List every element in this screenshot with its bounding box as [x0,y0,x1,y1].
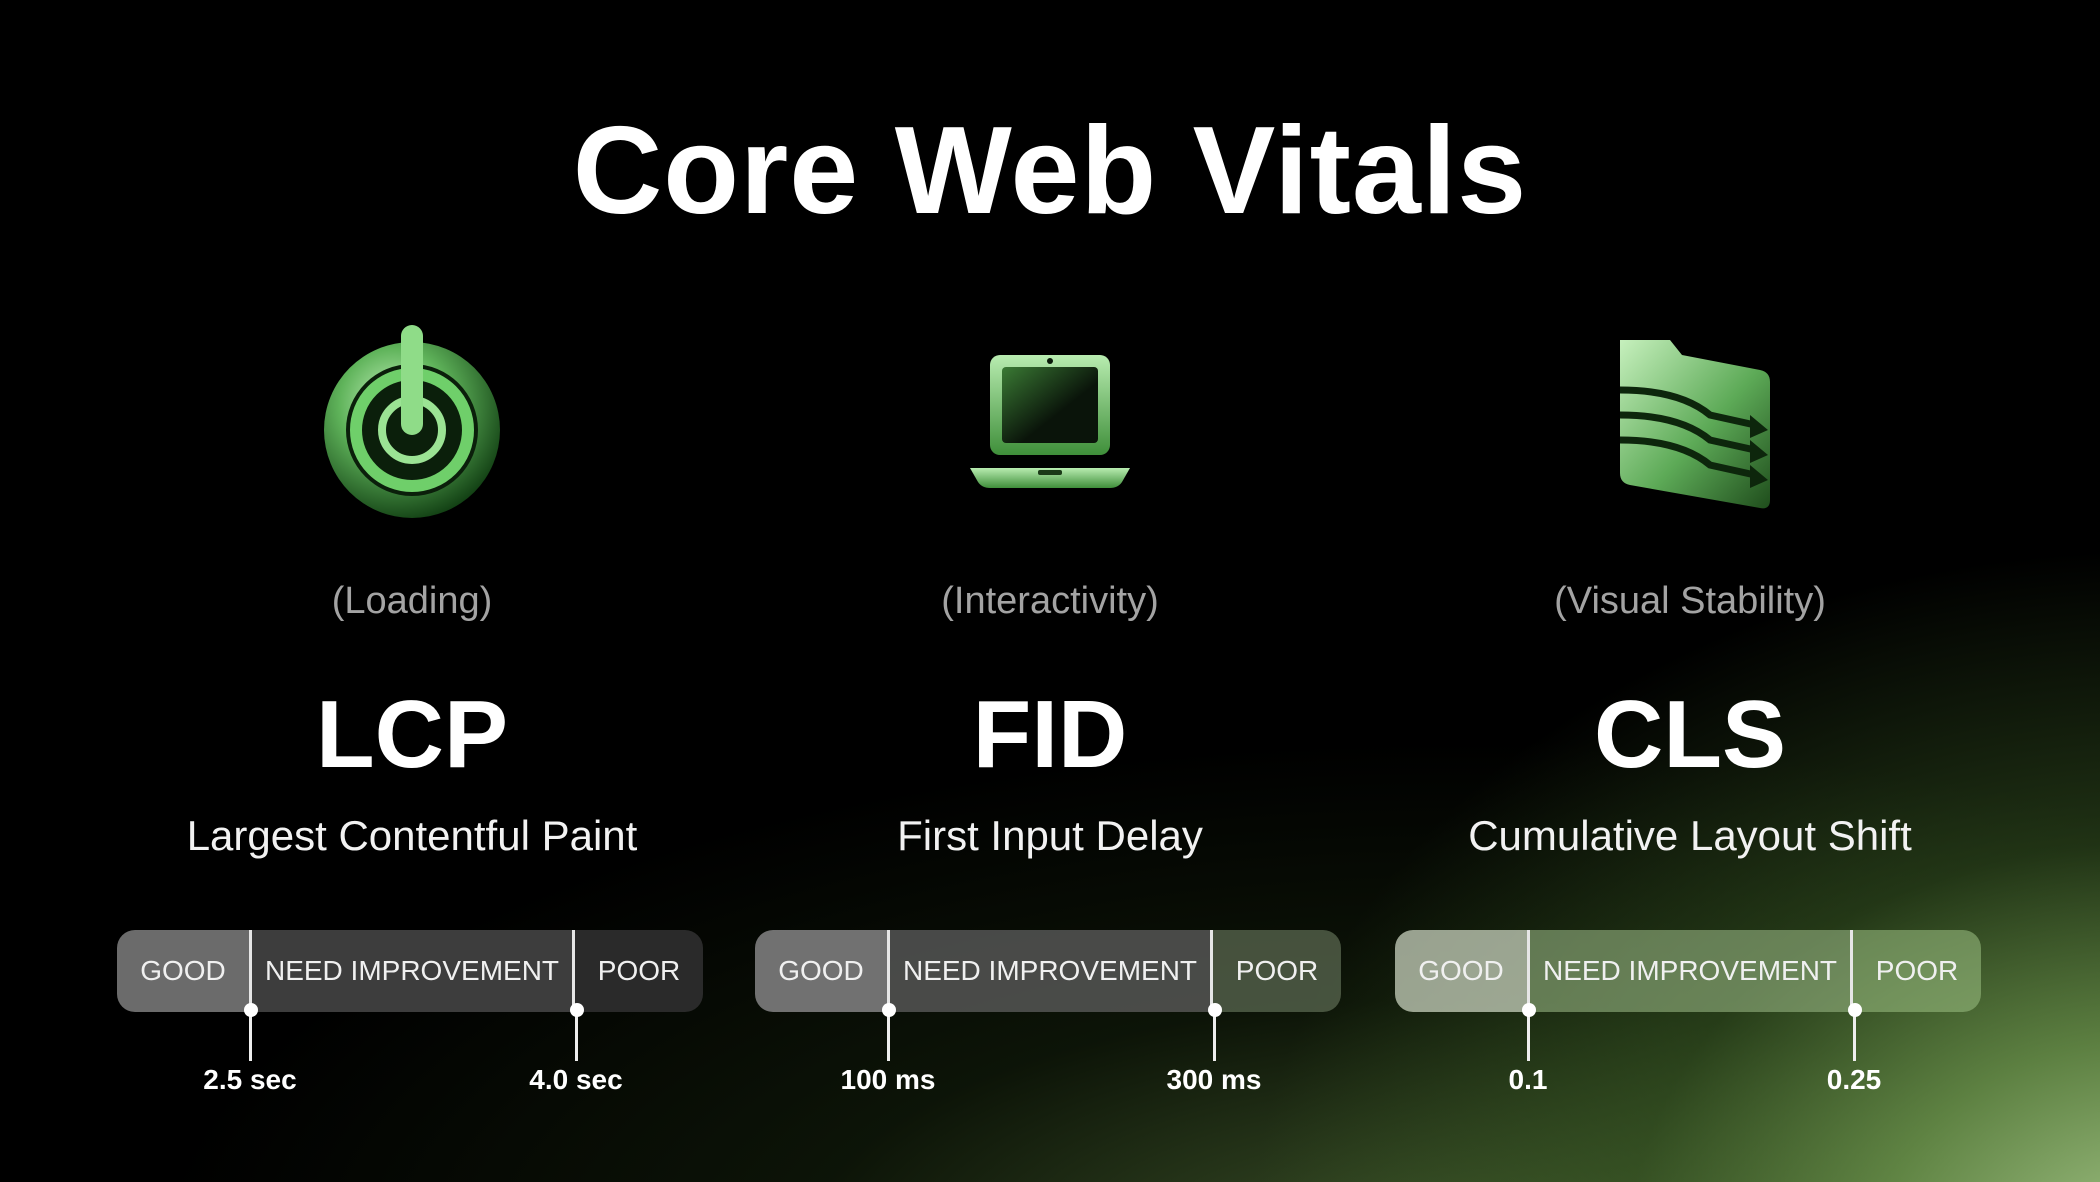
segment-poor: POOR [575,930,703,1012]
threshold-label-good: 100 ms [840,1064,936,1095]
threshold-bar: GOOD NEED IMPROVEMENT POOR [1395,930,1981,1012]
metric-acronym: FID [972,681,1128,788]
threshold-marker-poor [570,1003,584,1017]
threshold-label-poor: 300 ms [1166,1064,1262,1095]
metric-card-cls: (Visual Stability) CLS Cumulative Layout… [1370,300,2010,1160]
segment-need-improvement: NEED IMPROVEMENT [1527,930,1853,1012]
threshold-bar: GOOD NEED IMPROVEMENT POOR [117,930,703,1012]
threshold-label-good: 2.5 sec [203,1064,297,1095]
folder-shift-icon [1590,320,1790,520]
threshold-label-poor: 4.0 sec [529,1064,623,1095]
threshold-tick-poor [1853,1005,1856,1061]
segment-poor: POOR [1213,930,1341,1012]
threshold-marker-poor [1848,1003,1862,1017]
segment-good: GOOD [1395,930,1527,1012]
threshold-tick-good [887,1005,890,1061]
threshold-bar: GOOD NEED IMPROVEMENT POOR [755,930,1341,1012]
threshold-marker-good [244,1003,258,1017]
metric-category: (Loading) [331,580,493,622]
metric-card-lcp: (Loading) LCP Largest Contentful Paint G… [92,300,732,1160]
threshold-label-good: 0.1 [1508,1064,1548,1095]
segment-need-improvement: NEED IMPROVEMENT [887,930,1213,1012]
threshold-marker-poor [1208,1003,1222,1017]
metric-full-name: Cumulative Layout Shift [1468,812,1912,859]
metric-full-name: First Input Delay [897,812,1203,859]
segment-good: GOOD [755,930,887,1012]
segment-good: GOOD [117,930,249,1012]
segment-need-improvement: NEED IMPROVEMENT [249,930,575,1012]
metric-category: (Visual Stability) [1554,580,1826,622]
threshold-tick-good [1527,1005,1530,1061]
metric-full-name: Largest Contentful Paint [186,812,638,859]
threshold-tick-poor [575,1005,578,1061]
threshold-tick-poor [1213,1005,1216,1061]
metric-category: (Interactivity) [941,580,1159,622]
metric-acronym: LCP [316,681,508,788]
threshold-tick-good [249,1005,252,1061]
metric-acronym: CLS [1594,681,1786,788]
page-title: Core Web Vitals [572,102,1528,240]
threshold-label-poor: 0.25 [1826,1064,1882,1095]
power-button-icon [312,320,512,520]
threshold-marker-good [882,1003,896,1017]
metric-card-fid: (Interactivity) FID First Input Delay GO… [730,300,1370,1160]
threshold-marker-good [1522,1003,1536,1017]
segment-poor: POOR [1853,930,1981,1012]
laptop-icon [950,320,1150,520]
